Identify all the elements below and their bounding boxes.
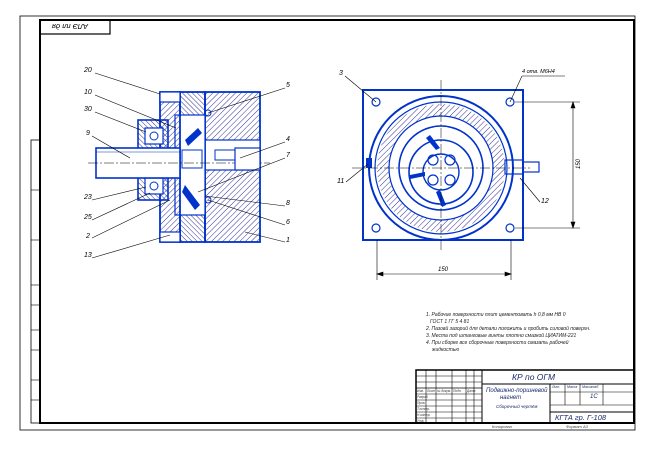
note-line: ГОСТ 1 ГГ 5 4 81	[430, 319, 470, 325]
callout-10: 10	[84, 89, 92, 96]
row-label: Подп.	[453, 389, 462, 393]
title-block-title-line2: нагнет	[500, 395, 522, 401]
callout-4: 4	[286, 136, 290, 143]
title-block-subtitle: Сборочный чертёж	[496, 404, 538, 409]
note-line: 2. Пазовй зазорий для детали положить и …	[426, 326, 591, 332]
left-strip	[30, 139, 41, 424]
row-label: Пров.	[417, 401, 426, 405]
callout-25: 25	[84, 214, 92, 221]
note-line: 4. При сборке все сборочные поверхности …	[426, 340, 569, 346]
row-label: Утв.	[417, 419, 425, 423]
note-line: жидкостью	[432, 347, 460, 353]
col-label-mass: Масса	[567, 385, 578, 389]
hole-note: 4 отв. М6Н4	[522, 69, 555, 75]
callout-5: 5	[286, 82, 290, 89]
callout-13: 13	[84, 252, 92, 259]
dimensions	[376, 75, 580, 280]
callout-1: 1	[286, 237, 290, 244]
title-block-header: КР по ОГМ	[512, 372, 556, 382]
col-label-scale: Масштаб	[582, 385, 599, 389]
dimension-horizontal: 150	[438, 267, 449, 273]
title-block	[415, 369, 635, 424]
dimension-vertical: 150	[576, 158, 583, 170]
row-label: Дата	[467, 389, 476, 393]
callout-30: 30	[84, 106, 92, 113]
title-block-copied: Копировал	[492, 424, 512, 429]
note-line: 1. Рабочие поверхности плит цементовать …	[426, 312, 566, 318]
title-block-title-line1: Подвижно-поршневой	[486, 388, 548, 394]
left-leaders	[91, 72, 286, 259]
drawing-frame	[39, 19, 635, 424]
row-label: Т.контр.	[417, 407, 430, 411]
row-label: Разраб.	[417, 395, 429, 399]
row-label: Н.контр.	[417, 413, 431, 417]
section-view	[88, 91, 270, 243]
row-label: Лист	[427, 389, 436, 393]
callout-23: 23	[84, 194, 92, 201]
callout-8: 8	[286, 200, 290, 207]
sheet-outer-border	[19, 15, 636, 431]
right-leaders	[344, 75, 541, 203]
top-code-box	[39, 19, 111, 35]
callout-11: 11	[337, 178, 345, 185]
callout-12: 12	[541, 198, 549, 205]
callout-7: 7	[286, 152, 290, 159]
title-block-org: КГТА гр. Г-108	[555, 413, 607, 422]
front-view	[352, 80, 540, 250]
callout-6: 6	[286, 219, 290, 226]
callout-2: 2	[86, 233, 90, 240]
title-block-format: Формат А3	[566, 424, 588, 429]
title-block-sheet-count: 1С	[590, 394, 598, 400]
col-label-lit: Лит.	[552, 385, 561, 389]
row-label: Изм.	[417, 389, 424, 393]
top-code: АЛЭ пл дя	[52, 22, 89, 31]
row-label: № докум.	[437, 389, 452, 393]
callout-9: 9	[86, 130, 90, 137]
callout-3: 3	[339, 70, 343, 77]
callout-20: 20	[84, 67, 92, 74]
note-line: 3. Места под штанговые винты плотно смаз…	[426, 333, 577, 339]
